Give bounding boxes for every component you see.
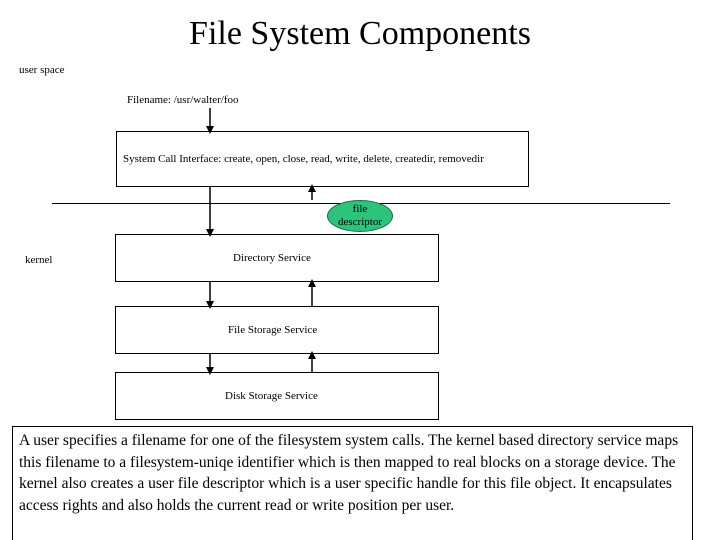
user-space-label: user space xyxy=(19,64,65,76)
disk-storage-service-label: Disk Storage Service xyxy=(225,390,318,402)
filename-label: Filename: /usr/walter/foo xyxy=(127,94,239,106)
file-descriptor-label-line2: descriptor xyxy=(338,216,382,228)
directory-service-box: Directory Service xyxy=(115,234,439,282)
file-descriptor-label-line1: file xyxy=(352,203,368,215)
kernel-label: kernel xyxy=(25,254,53,266)
description-text: A user specifies a filename for one of t… xyxy=(12,426,693,540)
file-storage-service-box: File Storage Service xyxy=(115,306,439,354)
file-storage-service-label: File Storage Service xyxy=(228,324,318,336)
system-call-interface-box: System Call Interface: create, open, clo… xyxy=(116,131,529,187)
directory-service-label: Directory Service xyxy=(233,252,311,264)
disk-storage-service-box: Disk Storage Service xyxy=(115,372,439,420)
system-call-interface-label: System Call Interface: create, open, clo… xyxy=(123,153,484,165)
file-descriptor-oval: file descriptor xyxy=(327,200,393,232)
page-title: File System Components xyxy=(189,15,531,52)
